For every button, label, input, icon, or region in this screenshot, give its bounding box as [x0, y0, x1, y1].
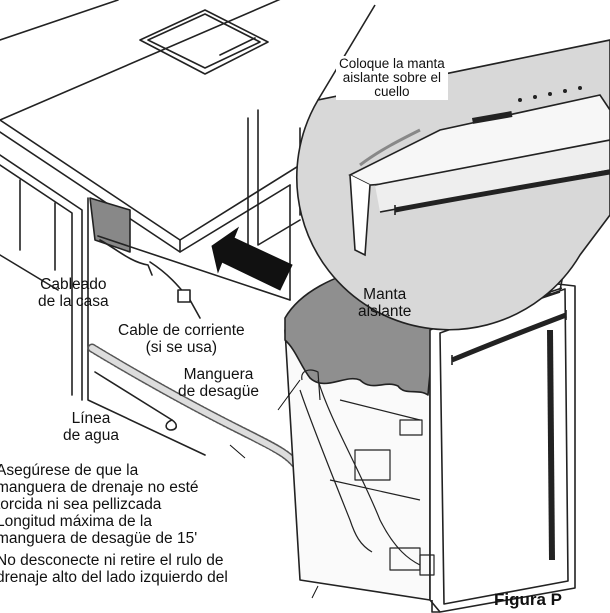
note-line: manguera de drenaje no esté	[0, 479, 199, 496]
label-line: de desagüe	[178, 383, 260, 400]
note-line: Asegúrese de que la	[0, 462, 139, 479]
water-line	[94, 371, 173, 421]
sink	[139, 9, 269, 75]
installation-notes: Asegúrese de que la manguera de drenaje …	[0, 462, 228, 586]
callout-line: cuello	[374, 84, 410, 99]
drain-hose-label: Manguera de desagüe	[178, 366, 259, 400]
label-line: (si se usa)	[145, 339, 218, 356]
water-line-label: Línea de agua	[63, 410, 119, 444]
note-line: manguera de desagüe de 15'	[0, 530, 198, 547]
leader-lines	[229, 379, 319, 599]
figure-label: Figura P	[494, 590, 563, 609]
label-line: Línea	[71, 410, 111, 427]
callout-line: aislante sobre el	[342, 70, 442, 85]
note-line: drenaje alto del lado izquierdo del	[0, 569, 228, 586]
countertop	[0, 0, 421, 253]
label-line: de agua	[63, 427, 120, 444]
dishwasher	[284, 266, 576, 613]
insulation-blanket-label: Manta aislante	[358, 286, 411, 320]
cavity-back-wall	[89, 197, 131, 253]
power-cable-label: Cable de corriente (si se usa)	[118, 322, 245, 356]
detail-zoom-bubble	[295, 4, 610, 331]
label-line: Cableado	[40, 276, 107, 293]
house-wiring-label: Cableado de la casa	[38, 276, 109, 310]
callout-line: Coloque la manta	[339, 56, 445, 71]
label-line: Cable de corriente	[118, 322, 245, 339]
label-line: Manta	[363, 286, 407, 303]
label-line: Manguera	[183, 366, 254, 383]
label-line: aislante	[358, 303, 412, 320]
power-cable	[149, 261, 201, 319]
collar-callout-label: Coloque la manta aislante sobre el cuell…	[336, 56, 448, 100]
note-line: Longitud máxima de la	[0, 513, 152, 530]
note-line: No desconecte ni retire el rulo de	[0, 552, 224, 569]
house-wiring	[99, 239, 153, 276]
junction-box	[177, 289, 191, 303]
push-arrow	[211, 226, 293, 291]
label-line: de la casa	[38, 293, 109, 310]
note-line: torcida ni sea pellizcada	[0, 496, 162, 513]
left-cabinet	[0, 154, 83, 401]
